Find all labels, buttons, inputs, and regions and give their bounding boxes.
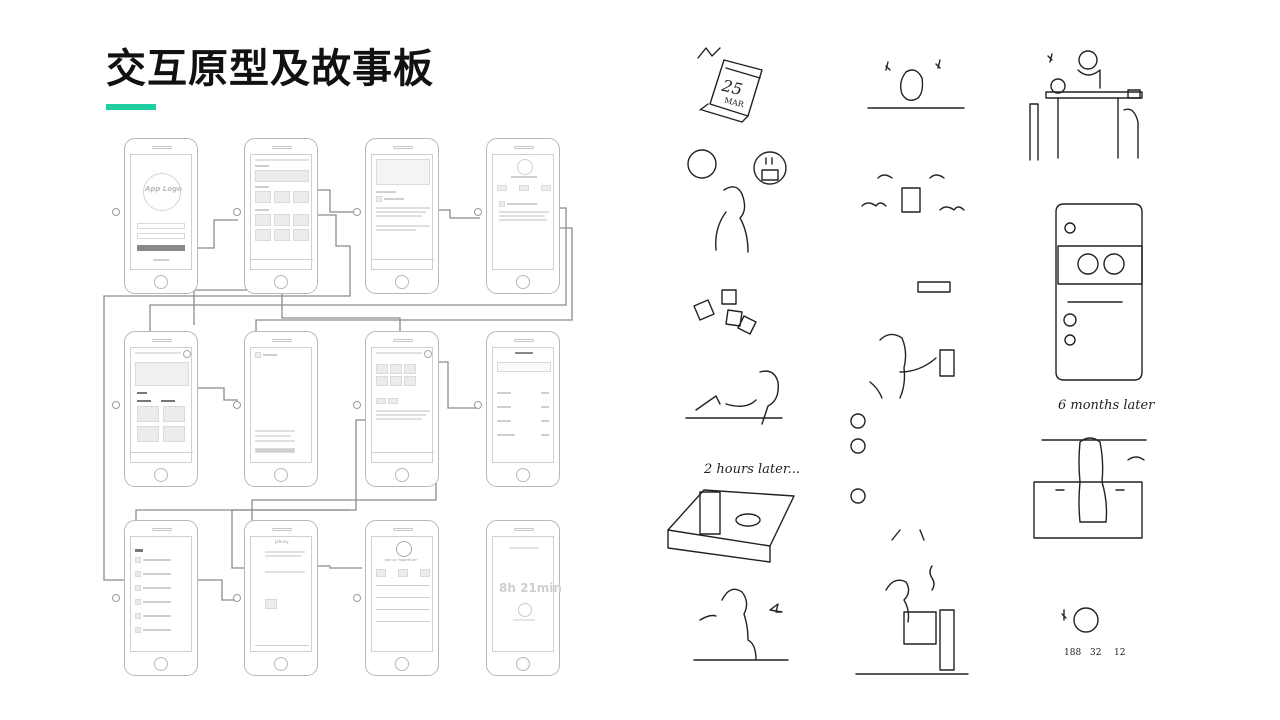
stat-3: 12: [1114, 648, 1126, 658]
title-underline: [106, 104, 156, 110]
stat-1: 188: [1064, 648, 1082, 658]
profile-name: Johnny Yuporthsen: [385, 558, 418, 562]
page-title: 交互原型及故事板: [106, 46, 434, 92]
wireframe-user-profile: [486, 138, 560, 294]
wireframe-search: [124, 331, 198, 487]
chat-title: Johnny: [275, 539, 289, 544]
caption-six-months: 6 months later: [1058, 398, 1155, 413]
wireframe-chat: Johnny: [244, 520, 318, 676]
stat-2: 32: [1090, 648, 1102, 658]
wireframe-home: [244, 138, 318, 294]
wireframe-new-post: [244, 331, 318, 487]
wireframe-message-list: [124, 520, 198, 676]
wireframe-post-detail: [365, 138, 439, 294]
app-logo-text: App Logo: [145, 185, 182, 193]
wireframe-settings: [486, 331, 560, 487]
caption-two-hours: 2 hours later...: [704, 462, 801, 477]
wireframe-category: [365, 331, 439, 487]
wireframe-other-profile: Johnny Yuporthsen: [365, 520, 439, 676]
wireframe-countdown: 8h 21min: [486, 520, 562, 676]
wireframe-login: App Logo: [124, 138, 198, 294]
countdown-text: 8h 21min: [499, 581, 562, 595]
